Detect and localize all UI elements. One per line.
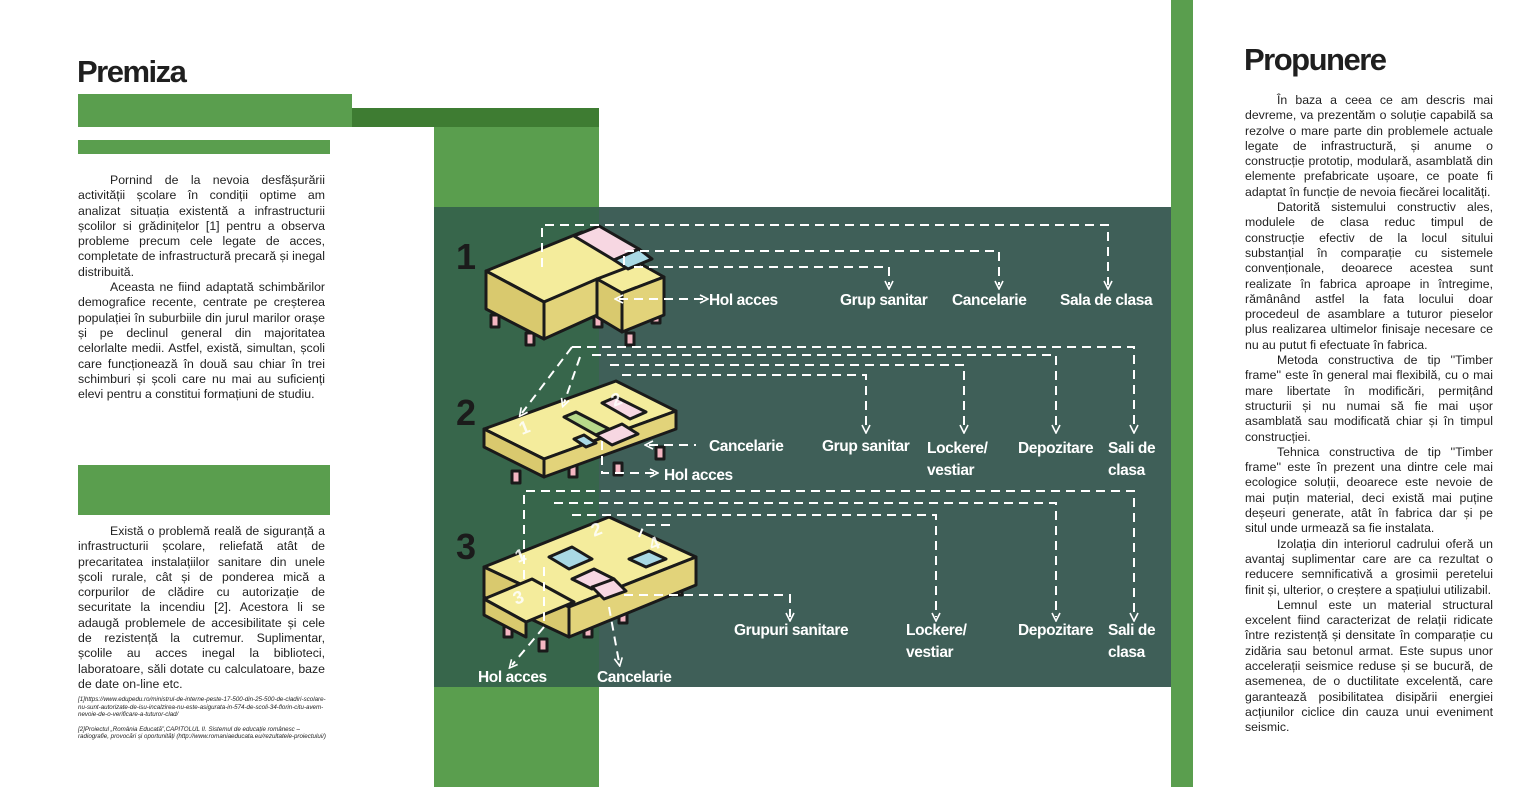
label-vestiar: vestiar (906, 644, 954, 661)
label-lockere: Lockere/ (927, 440, 989, 457)
left-text-block-2: Există o problemă reală de siguranță a i… (78, 524, 325, 692)
label-cancelarie: Cancelarie (709, 438, 784, 455)
module-block-3 (482, 515, 698, 653)
label-grupuri-sanitare: Grupuri sanitare (734, 622, 849, 639)
label-hol-acces: Hol acces (709, 292, 778, 309)
module-diagram: 1 2 1 2 3 (434, 207, 1171, 687)
left-title: Premiza (77, 54, 187, 89)
paragraph: Există o problemă reală de siguranță a i… (78, 524, 325, 691)
label-clasa: clasa (1108, 644, 1146, 661)
label-clasa: clasa (1108, 462, 1146, 479)
paragraph: Lemnul este un material structural excel… (1245, 597, 1493, 735)
label-vestiar: vestiar (927, 462, 975, 479)
paragraph: Izolația din interiorul cadrului oferă u… (1245, 536, 1493, 597)
row-number-2: 2 (456, 392, 476, 433)
paragraph: În baza a ceea ce am descris mai devreme… (1245, 93, 1493, 199)
label-lockere: Lockere/ (906, 622, 968, 639)
header-connector-bar (352, 108, 599, 127)
paragraph: Aceasta ne fiind adaptată schimbărilor d… (78, 280, 325, 402)
label-hol-acces: Hol acces (478, 669, 547, 686)
right-title: Propunere (1244, 42, 1387, 77)
module-block-2 (482, 379, 678, 485)
left-mid-block (78, 465, 330, 515)
row-number-3: 3 (456, 526, 476, 567)
right-text-block: În baza a ceea ce am descris mai devreme… (1245, 93, 1493, 735)
paragraph: Tehnica constructiva de tip ''Timber fra… (1245, 444, 1493, 536)
label-grup-sanitar: Grup sanitar (822, 438, 910, 455)
module-block-1 (484, 224, 666, 347)
footnote-2: [2]Proiectul „România Educată”,CAPITOLUL… (78, 725, 326, 741)
label-hol-acces: Hol acces (664, 467, 733, 484)
footnotes: [1]https://www.edupedu.ro/ministrul-de-i… (78, 696, 328, 748)
label-sali-de: Sali de (1108, 440, 1156, 457)
connector-lines (512, 224, 1134, 665)
left-thin-bar (78, 140, 330, 154)
label-depozitare: Depozitare (1018, 622, 1094, 639)
label-cancelarie: Cancelarie (952, 292, 1027, 309)
paragraph: Metoda constructiva de tip ''Timber fram… (1245, 353, 1493, 444)
label-depozitare: Depozitare (1018, 440, 1094, 457)
label-sali-de: Sali de (1108, 622, 1156, 639)
left-text-block-1: Pornind de la nevoia desfășurării activi… (78, 173, 325, 402)
paragraph: Pornind de la nevoia desfășurării activi… (78, 173, 325, 279)
label-grup-sanitar: Grup sanitar (840, 292, 928, 309)
row-number-1: 1 (456, 236, 476, 277)
paragraph: Datorită sistemului constructiv ales, mo… (1245, 200, 1493, 352)
label-cancelarie: Cancelarie (597, 669, 672, 686)
label-sala-de-clasa: Sala de clasa (1060, 292, 1153, 309)
left-header-bar (78, 94, 352, 127)
right-green-strip (1171, 0, 1193, 787)
footnote-1: [1]https://www.edupedu.ro/ministrul-de-i… (78, 696, 326, 719)
